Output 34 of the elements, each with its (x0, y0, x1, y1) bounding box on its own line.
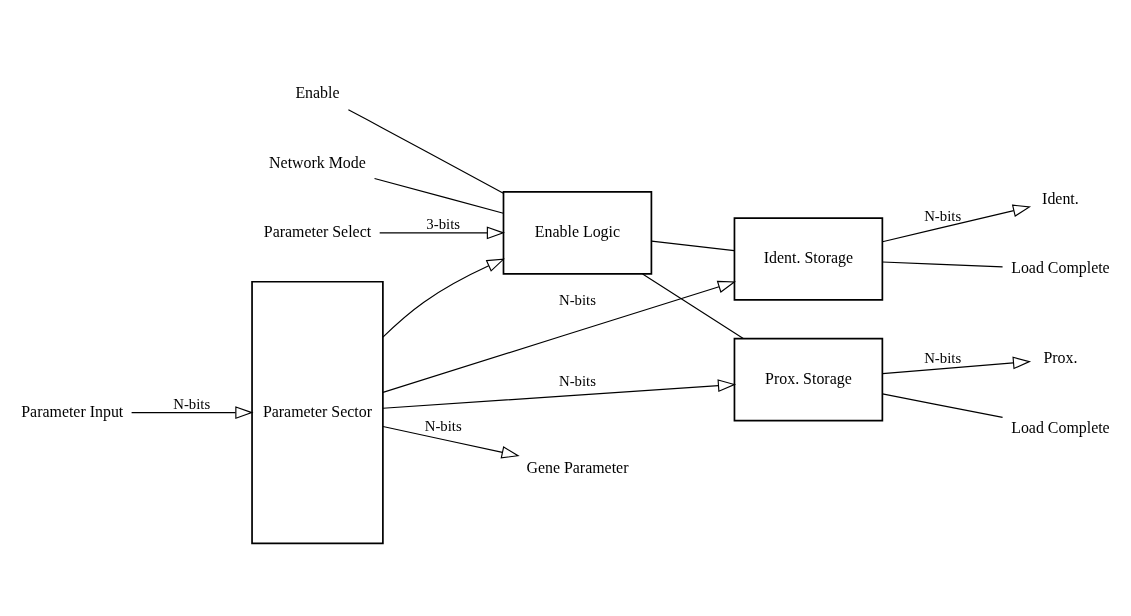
connector (642, 272, 744, 339)
connector (881, 260, 1004, 267)
node-text: Prox. (1043, 348, 1078, 366)
edge-label: N-bits (424, 417, 462, 434)
node-box: Ident. Storage (733, 216, 884, 301)
node-text: Load Complete (1011, 418, 1110, 436)
edge-label: 3-bits (426, 215, 461, 232)
edge-label: N-bits (173, 395, 211, 412)
edge-label: N-bits (558, 291, 596, 308)
node-text: Parameter Select (263, 222, 372, 240)
connector (373, 177, 504, 214)
node-text: Network Mode (269, 153, 366, 171)
node-box: Parameter Sector (251, 280, 384, 544)
node-text: Ident. (1042, 189, 1079, 207)
edge-label: N-bits (924, 207, 962, 224)
node-box: Enable Logic (502, 190, 653, 275)
node-box: Prox. Storage (733, 337, 884, 421)
arrow (382, 258, 505, 338)
arrow (382, 425, 520, 458)
node-text: Gene Parameter (526, 458, 629, 476)
connector (881, 392, 1004, 418)
arrow (881, 204, 1032, 242)
node-text: Enable (295, 83, 340, 101)
arrow (881, 356, 1032, 374)
edge-label: N-bits (558, 372, 596, 389)
connector (651, 240, 735, 251)
arrow (131, 405, 254, 419)
node-text: Parameter Input (21, 402, 124, 420)
connector (347, 108, 504, 194)
node-text: Load Complete (1011, 258, 1110, 276)
arrow (382, 280, 737, 393)
edge-label: N-bits (924, 349, 962, 366)
arrow (379, 225, 506, 239)
arrow (382, 378, 737, 409)
